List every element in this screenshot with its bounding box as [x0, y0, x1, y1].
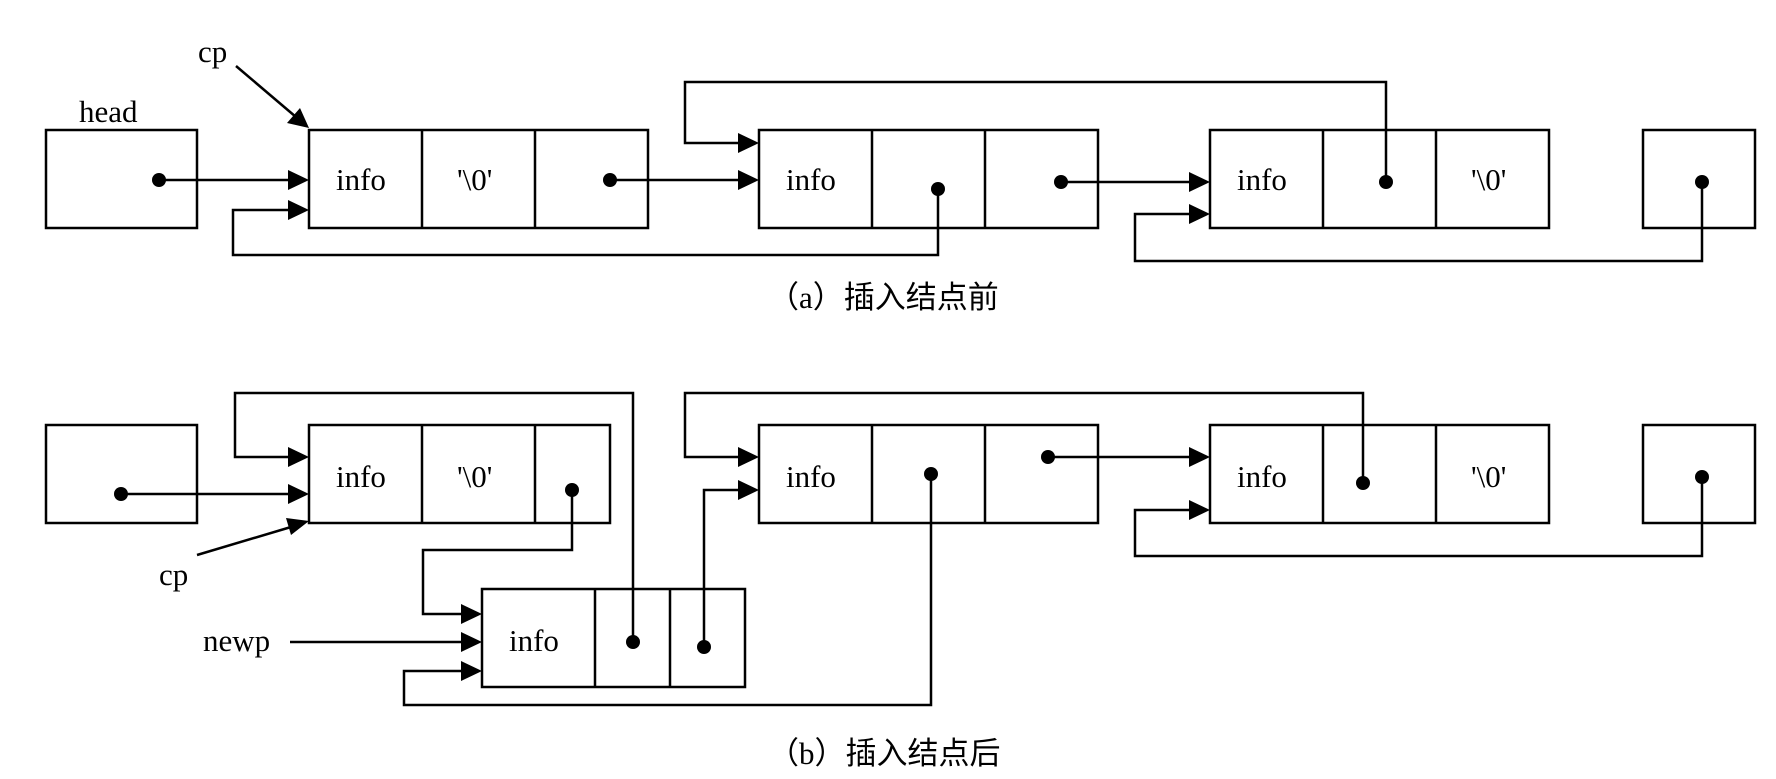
node-b2-info: info [786, 459, 836, 494]
cp-arrow-head [287, 108, 309, 128]
node-b3-info: info [1237, 459, 1287, 494]
head-pointer-box-b [44, 423, 199, 525]
node-a1: info '\0' [307, 128, 650, 230]
cp-label-b: cp [159, 557, 188, 592]
cp-arrow [235, 65, 297, 118]
diagram-b: info '\0' info info info '\0' [44, 391, 1757, 771]
node-newp: info [480, 587, 747, 689]
newp-label: newp [203, 623, 270, 658]
node-b3: info '\0' [1208, 423, 1551, 525]
node-a3: info '\0' [1208, 128, 1551, 230]
head-label: head [79, 94, 138, 129]
node-b1-null: '\0' [457, 459, 492, 494]
node-a2-info: info [786, 162, 836, 197]
node-a1-info: info [336, 162, 386, 197]
diagram-a: head cp info '\0' info info '\0' [44, 34, 1757, 315]
node-b1-info: info [336, 459, 386, 494]
node-a1-null: '\0' [457, 162, 492, 197]
node-newp-info: info [509, 623, 559, 658]
caption-b: （b）插入结点后 [768, 736, 1001, 771]
cp-label: cp [198, 34, 227, 69]
node-a3-info: info [1237, 162, 1287, 197]
node-a2: info [757, 128, 1100, 230]
caption-a: （a）插入结点前 [768, 280, 999, 315]
node-b3-null: '\0' [1471, 459, 1506, 494]
node-b1: info '\0' [307, 423, 612, 525]
node-a3-null: '\0' [1471, 162, 1506, 197]
